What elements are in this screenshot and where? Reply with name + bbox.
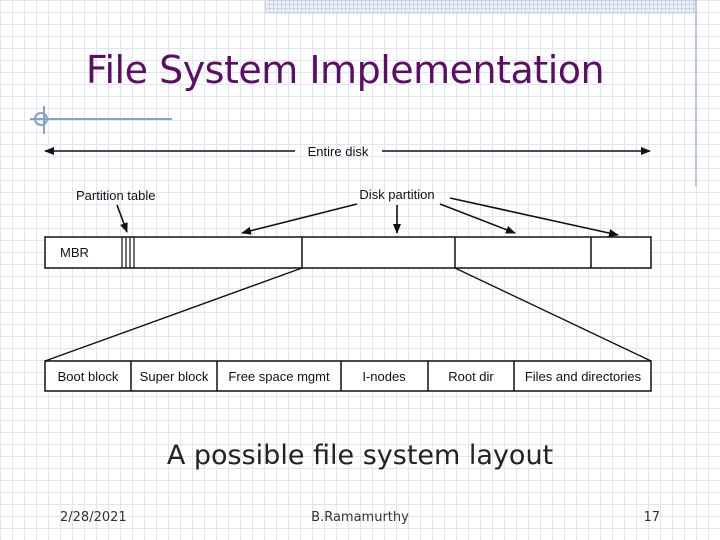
corner-decoration	[265, 0, 695, 14]
expansion-line-right	[454, 267, 652, 362]
slide-title: File System Implementation	[85, 48, 605, 92]
layout-block-root-dir: Root dir	[448, 369, 494, 384]
right-rule	[695, 0, 697, 186]
layout-block-inodes: I-nodes	[362, 369, 406, 384]
mbr-label: MBR	[60, 245, 89, 260]
layout-block-super: Super block	[140, 369, 209, 384]
entire-disk-label: Entire disk	[308, 144, 369, 159]
partition-table-label: Partition table	[76, 188, 156, 203]
layout-block-boot: Boot block	[58, 369, 119, 384]
layout-block-files: Files and directories	[525, 369, 642, 384]
disk-partition-arrow-1	[241, 203, 358, 235]
disk-partition-arrow-3	[439, 203, 516, 234]
title-rule-circle	[34, 112, 48, 126]
diagram-caption: A possible file system layout	[166, 440, 554, 471]
partition-table-arrow	[116, 204, 128, 233]
expansion-line-left	[44, 267, 303, 362]
footer-page-number: 17	[643, 510, 660, 525]
footer-date: 2/28/2021	[60, 510, 127, 525]
disk-partition-arrow-4	[449, 197, 619, 237]
title-underline	[30, 118, 172, 120]
disk-bar	[44, 236, 652, 269]
layout-bar	[44, 360, 652, 392]
footer-author: B.Ramamurthy	[311, 510, 409, 525]
layout-block-free-space: Free space mgmt	[228, 369, 330, 384]
disk-partition-label: Disk partition	[359, 187, 434, 202]
